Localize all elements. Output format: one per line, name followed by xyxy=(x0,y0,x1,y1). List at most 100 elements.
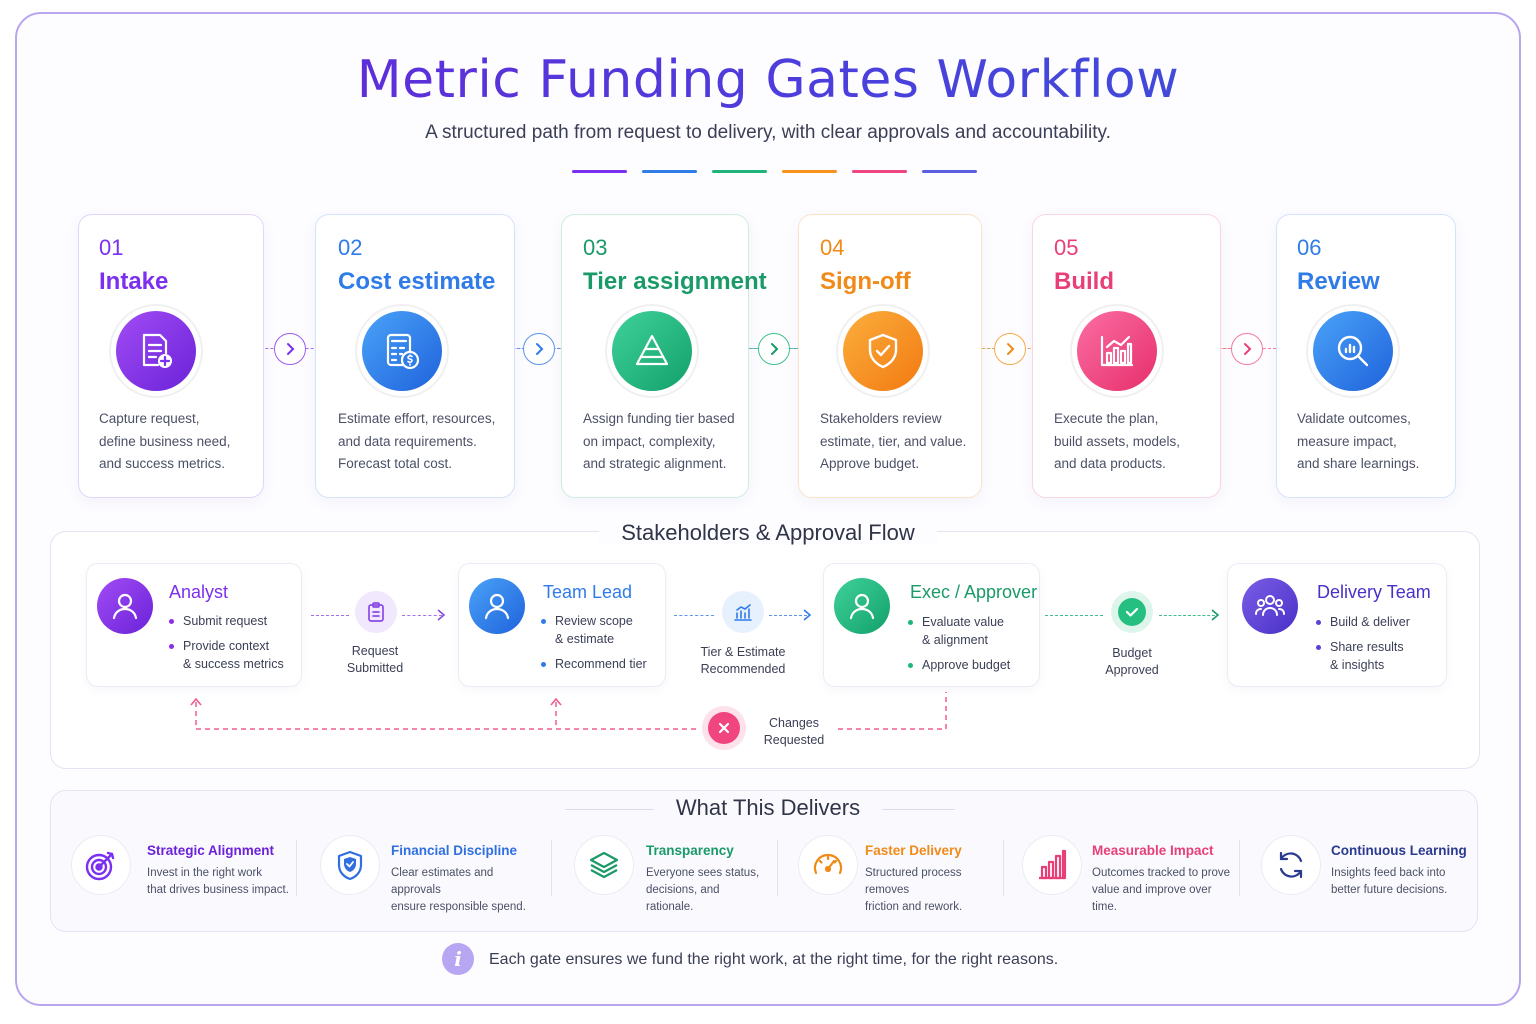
calculator-dollar-icon xyxy=(362,311,442,391)
chevron-right-icon xyxy=(274,333,306,365)
flow-line xyxy=(402,615,442,616)
dash-6 xyxy=(922,170,977,173)
stage-number: 04 xyxy=(820,235,845,260)
role-card-delivery-team[interactable]: Delivery Team Build & deliver Share resu… xyxy=(1227,563,1447,687)
benefit-measurable-impact: Measurable Impact Outcomes tracked to pr… xyxy=(1022,835,1232,913)
footer-note: Each gate ensures we fund the right work… xyxy=(489,951,1059,968)
role-card-exec-approver[interactable]: Exec / Approver Evaluate value & alignme… xyxy=(823,563,1040,687)
flow-line xyxy=(1159,615,1215,616)
x-icon xyxy=(702,706,746,750)
bar-chart-icon xyxy=(722,591,764,633)
layers-icon xyxy=(574,835,634,895)
stage-name: Intake xyxy=(99,268,169,295)
flow-line xyxy=(1045,615,1103,616)
chevron-right-icon xyxy=(1231,333,1263,365)
benefit-title: Financial Discipline xyxy=(391,843,518,858)
benefit-continuous-learning: Continuous Learning Insights feed back i… xyxy=(1261,835,1467,897)
dash-4 xyxy=(782,170,837,173)
chevron-right-icon xyxy=(758,333,790,365)
users-group-icon xyxy=(1242,578,1298,634)
stage-name: Build xyxy=(1054,268,1114,295)
arrowhead-icon xyxy=(1211,609,1220,621)
stage-card-tier-assignment[interactable]: 03 Tier assignment Assign funding tier b… xyxy=(561,214,767,498)
arrowhead-up-icon xyxy=(550,697,562,706)
divider xyxy=(1239,840,1240,896)
divider xyxy=(1003,840,1004,896)
check-badge xyxy=(1118,598,1146,626)
arrowhead-icon xyxy=(437,609,446,621)
user-icon xyxy=(97,578,153,634)
role-card-team-lead[interactable]: Team Lead Review scope & estimate Recomm… xyxy=(458,563,666,687)
form-add-icon xyxy=(116,311,196,391)
dash-2 xyxy=(642,170,697,173)
arrowhead-icon xyxy=(803,609,812,621)
stage-description: Capture request, define business need, a… xyxy=(99,411,231,471)
stage-number: 02 xyxy=(338,235,363,260)
flow-line xyxy=(769,615,807,616)
speedometer-icon xyxy=(798,835,858,895)
benefit-description: Clear estimates and approvals ensure res… xyxy=(391,867,526,913)
stage-description: Execute the plan, build assets, models, … xyxy=(1054,411,1181,471)
stage-number: 03 xyxy=(583,235,608,260)
clipboard-icon xyxy=(355,591,397,633)
benefit-title: Faster Delivery xyxy=(865,843,962,858)
role-duty: Recommend tier xyxy=(541,655,647,673)
pyramid-icon xyxy=(612,311,692,391)
benefit-description: Everyone sees status, decisions, and rat… xyxy=(646,867,760,913)
role-duties: Submit request Provide context & success… xyxy=(169,612,284,680)
benefit-description: Invest in the right work that drives bus… xyxy=(147,867,289,896)
benefit-strategic-alignment: Strategic Alignment Invest in the right … xyxy=(71,835,291,897)
delivers-title: What This Delivers xyxy=(0,795,1536,821)
benefit-description: Outcomes tracked to prove value and impr… xyxy=(1092,867,1231,913)
color-dash-divider xyxy=(572,170,977,173)
chevron-right-icon xyxy=(523,333,555,365)
role-card-analyst[interactable]: Analyst Submit request Provide context &… xyxy=(86,563,302,687)
benefit-description: Insights feed back into better future de… xyxy=(1331,867,1448,896)
dash-3 xyxy=(712,170,767,173)
stage-name: Sign-off xyxy=(820,268,911,295)
role-duty: Approve budget xyxy=(908,656,1010,674)
bar-chart-icon xyxy=(1077,311,1157,391)
stakeholders-title: Stakeholders & Approval Flow xyxy=(0,520,1536,546)
transition-label: Budget Approved xyxy=(1105,646,1159,677)
role-duties: Evaluate value & alignment Approve budge… xyxy=(908,613,1010,681)
page-subtitle: A structured path from request to delive… xyxy=(425,122,1111,143)
role-duty: Evaluate value & alignment xyxy=(908,613,1010,649)
shield-check-icon xyxy=(843,311,923,391)
stage-card-cost-estimate[interactable]: 02 Cost estimate Estimate effort, resour… xyxy=(315,214,515,498)
role-name: Analyst xyxy=(169,582,229,602)
stage-name: Tier assignment xyxy=(583,268,767,295)
refresh-icon xyxy=(1261,835,1321,895)
benefit-title: Measurable Impact xyxy=(1092,843,1214,858)
transition-label: Tier & Estimate Recommended xyxy=(700,645,786,676)
delivers-title-text: What This Delivers xyxy=(653,795,883,820)
divider xyxy=(296,840,297,896)
flow-line xyxy=(311,615,349,616)
flow-line xyxy=(674,615,714,616)
user-icon xyxy=(834,578,890,634)
stage-card-sign-off[interactable]: 04 Sign-off Stakeholders review estimate… xyxy=(798,214,982,498)
stage-name: Review xyxy=(1297,268,1380,295)
stage-name: Cost estimate xyxy=(338,268,496,295)
benefit-financial-discipline: Financial Discipline Clear estimates and… xyxy=(320,835,545,913)
stage-number: 01 xyxy=(99,235,124,260)
user-icon xyxy=(469,578,525,634)
benefit-title: Continuous Learning xyxy=(1331,843,1467,858)
stage-description: Stakeholders review estimate, tier, and … xyxy=(820,411,967,471)
arrowhead-up-icon xyxy=(190,697,202,706)
divider xyxy=(551,840,552,896)
stage-card-review[interactable]: 06 Review Validate outcomes, measure imp… xyxy=(1276,214,1456,498)
benefit-title: Strategic Alignment xyxy=(147,843,275,858)
stage-number: 05 xyxy=(1054,235,1079,260)
stakeholders-title-text: Stakeholders & Approval Flow xyxy=(599,520,937,545)
role-duty: Provide context & success metrics xyxy=(169,637,284,673)
stage-card-intake[interactable]: 01 Intake Capture request, define busine… xyxy=(78,214,264,498)
page-title: Metric Funding Gates Workflow xyxy=(0,50,1536,110)
role-duties: Build & deliver Share results & insights xyxy=(1316,613,1410,681)
check-icon xyxy=(1111,591,1153,633)
stage-card-build[interactable]: 05 Build Execute the plan, build assets,… xyxy=(1032,214,1221,498)
transition-label: Request Submitted xyxy=(346,644,404,675)
role-duty: Submit request xyxy=(169,612,284,630)
benefit-faster-delivery: Faster Delivery Structured process remov… xyxy=(798,835,1003,913)
